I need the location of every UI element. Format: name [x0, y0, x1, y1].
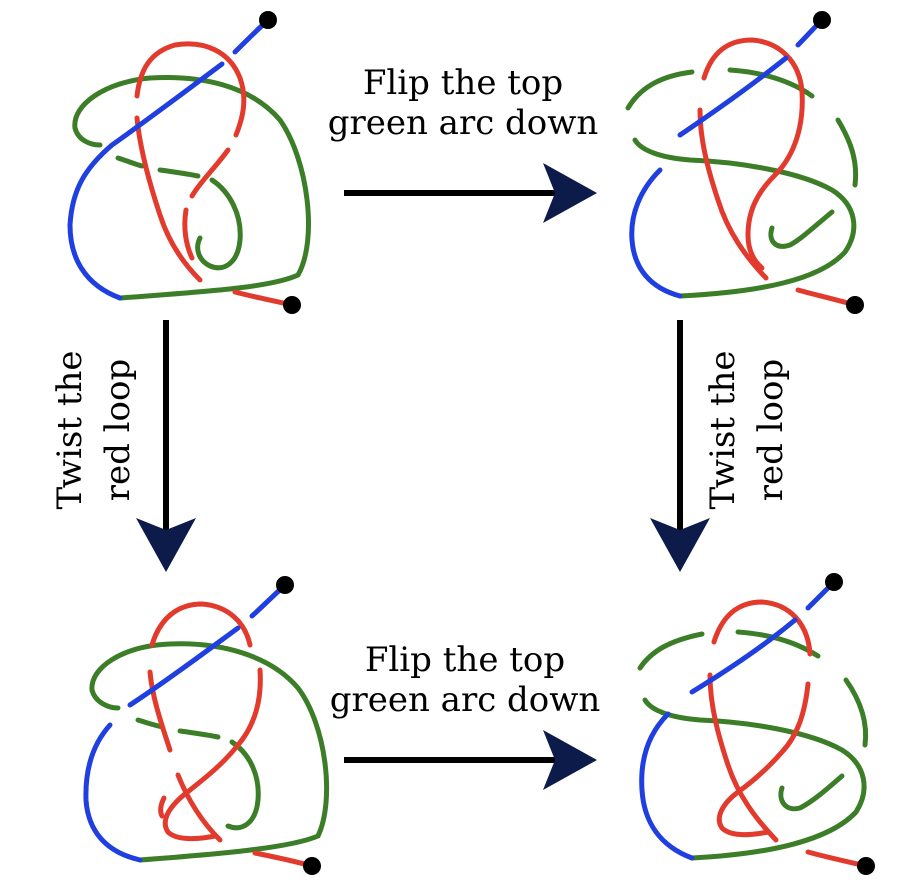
- bottom-arrow-label: Flip the top green arc down: [320, 640, 610, 720]
- red-strand: [147, 601, 315, 869]
- bottom-arrow-label-line-1: Flip the top: [364, 640, 566, 680]
- left-arrow-label-line-2: red loop: [98, 358, 138, 502]
- left-arrow-label: Twist the red loop: [46, 330, 142, 530]
- endpoint-dot: [857, 857, 875, 875]
- knot-top-left: [67, 11, 311, 314]
- bottom-arrow-label-line-2: green arc down: [329, 680, 601, 720]
- green-strand: [637, 629, 869, 861]
- right-arrow-label-line-1: Twist the: [703, 350, 743, 510]
- blue-strand: [83, 582, 288, 863]
- left-arrow-label-line-1: Twist the: [50, 350, 90, 510]
- knot-bottom-right: [637, 573, 875, 875]
- red-strand: [707, 599, 869, 869]
- endpoint-dot: [283, 296, 301, 314]
- knot-top-right: [625, 11, 864, 314]
- blue-strand: [639, 579, 837, 861]
- right-arrow-label: Twist the red loop: [699, 330, 795, 530]
- green-strand: [625, 67, 859, 299]
- top-arrow-label-line-1: Flip the top: [362, 63, 564, 103]
- green-strand: [72, 75, 311, 301]
- endpoint-dot: [846, 296, 864, 314]
- knot-bottom-left: [83, 576, 330, 875]
- endpoint-dot: [825, 573, 843, 591]
- endpoint-dot: [303, 857, 321, 875]
- top-arrow-label-line-2: green arc down: [327, 103, 599, 143]
- top-arrow-label: Flip the top green arc down: [318, 63, 608, 143]
- right-arrow-label-line-2: red loop: [751, 358, 791, 502]
- arrows: [136, 163, 710, 790]
- endpoint-dot: [813, 11, 831, 29]
- endpoint-dot: [259, 11, 277, 29]
- endpoint-dot: [276, 576, 294, 594]
